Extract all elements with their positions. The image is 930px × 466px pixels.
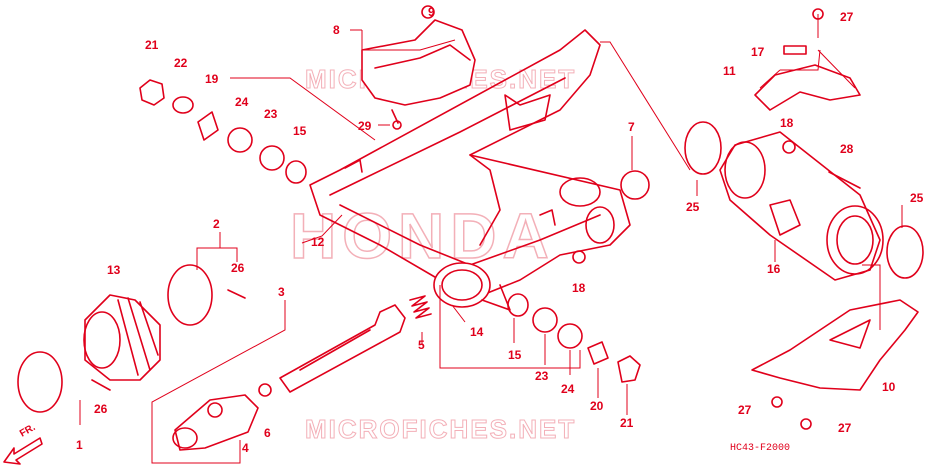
callout-23-right: 23 [535,369,549,383]
spring-part-5 [409,295,432,319]
callout-10: 10 [882,380,896,394]
screw-part-26-upper [227,289,246,299]
leader-lines [79,14,903,464]
callout-18-upper: 18 [780,116,794,130]
callout-21-right: 21 [620,416,634,430]
callout-14: 14 [470,325,484,339]
bearing-set-right [507,293,641,383]
drawing-code: HC43-F2000 [730,443,790,454]
callout-15-right: 15 [508,348,522,362]
callout-7: 7 [628,120,635,134]
callout-25-left: 25 [686,200,700,214]
clamp-part-2 [167,264,213,326]
front-label: FR. [18,422,38,440]
bolt-part-27-left [771,396,783,408]
callout-18-lower: 18 [572,281,586,295]
callout-12: 12 [311,235,325,249]
callout-27-right: 27 [838,421,852,435]
callout-20: 20 [590,399,604,413]
callout-24-right: 24 [561,382,575,396]
bracket-part-11 [754,8,861,111]
clamp-part-1 [17,351,63,413]
callout-25-right: 25 [910,191,924,205]
bracket-part-10 [751,299,919,391]
bolt-part-27-right [800,418,812,430]
callout-2: 2 [213,217,220,231]
screw-part-26-lower [91,379,111,391]
callout-24-left: 24 [235,95,249,109]
boot-part-13 [83,294,161,381]
callout-27-top: 27 [840,10,854,24]
callout-11: 11 [723,64,736,78]
watermark-brand: HONDA [290,200,555,272]
callout-26-upper: 26 [231,261,245,275]
callout-28: 28 [840,142,854,156]
callout-27-left: 27 [738,403,752,417]
callout-3: 3 [278,285,285,299]
nut-part-18-upper [782,140,796,154]
callout-8: 8 [333,23,340,37]
nut-part-18-lower [572,250,586,264]
bracket-part-8 [361,5,476,130]
callout-4: 4 [242,441,249,455]
circlip-part-6 [258,383,272,397]
callout-13: 13 [107,263,121,277]
callout-17: 17 [751,45,765,59]
callout-5: 5 [418,338,425,352]
callout-29: 29 [358,119,372,133]
o-ring-part-7 [620,170,650,200]
bearing-set-left [139,79,307,184]
callouts: 9 8 29 21 22 19 24 23 15 7 17 11 27 18 2… [76,5,924,455]
callout-1: 1 [76,438,83,452]
callout-16: 16 [767,262,781,276]
o-ring-part-25-right [886,225,924,279]
front-direction-arrow: FR. [3,422,43,465]
gear-case-part-16 [719,131,884,281]
callout-19: 19 [205,72,219,86]
callout-6: 6 [264,426,271,440]
callout-26-lower: 26 [94,402,108,416]
bolt-part-28 [828,171,861,189]
callout-21-left: 21 [145,38,159,52]
callout-22: 22 [174,56,188,70]
callout-15-left: 15 [293,124,307,138]
watermark-bottom: MICROFICHES.NET [305,414,576,444]
driveshaft-part-3 [279,304,406,393]
o-ring-part-25-left [684,121,722,175]
ujoint-part-4 [172,394,259,451]
pivot-part-14 [433,262,511,311]
callout-23-left: 23 [264,107,278,121]
callout-9: 9 [428,5,435,19]
